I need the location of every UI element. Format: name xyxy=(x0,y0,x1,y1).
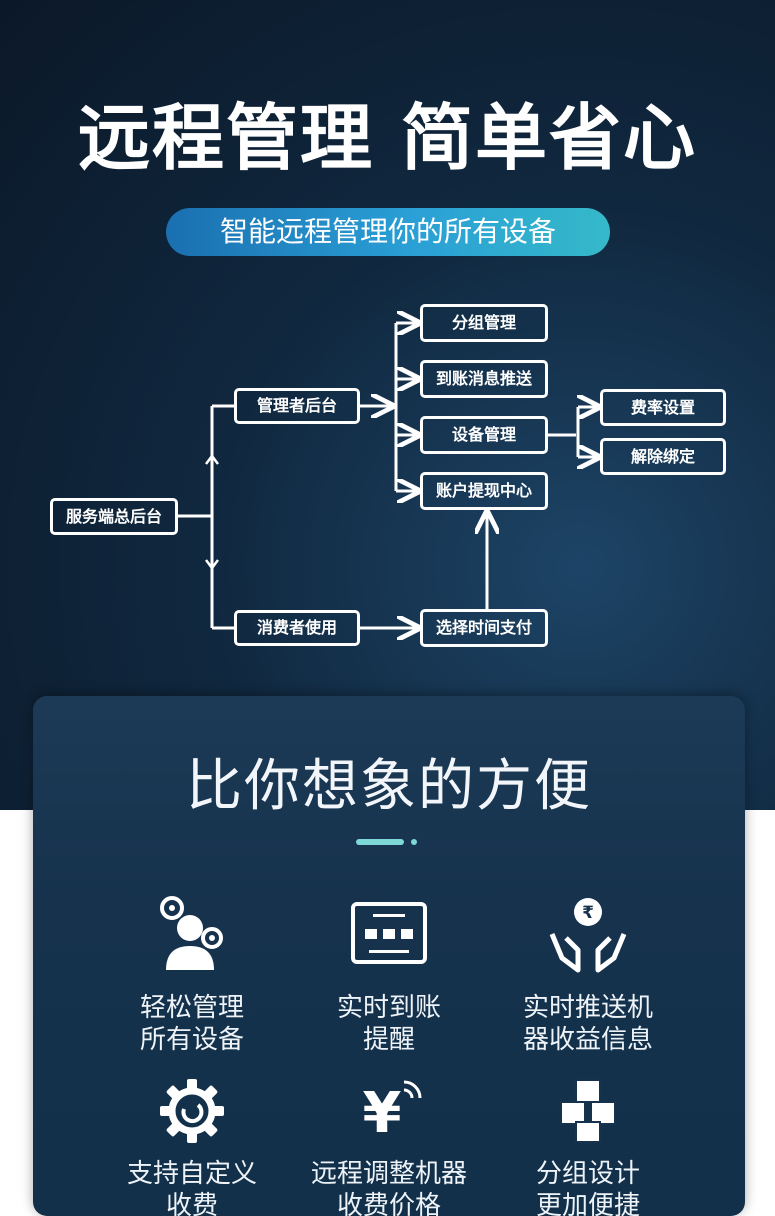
feature-label-line: 分组设计 xyxy=(535,1159,640,1189)
flow-node-rate-setting: 费率设置 xyxy=(600,389,726,426)
feature-item: ¥ 远程调整机器 收费价格 xyxy=(289,1076,489,1216)
feature-label-line: 提醒 xyxy=(362,1025,415,1055)
flowchart-connectors xyxy=(371,0,775,810)
payment-terminal-icon xyxy=(351,902,427,964)
yuan-signal-icon: ¥ xyxy=(363,1080,422,1146)
user-gears-icon xyxy=(160,896,223,970)
features-card: 比你想象的方便 轻松管理 所有设备 实时到账 提醒 xyxy=(33,696,745,1216)
feature-item: 支持自定义 收费 xyxy=(92,1076,292,1216)
feature-label-line: 实时到账 xyxy=(336,993,441,1023)
flow-node-server: 服务端总后台 xyxy=(50,498,178,535)
title-accent-dot xyxy=(411,839,417,845)
flow-node-group-manage: 分组管理 xyxy=(420,304,548,342)
feature-item: 轻松管理 所有设备 xyxy=(92,894,292,1056)
feature-label-line: 实时推送机 xyxy=(522,993,653,1023)
flow-node-payment-push: 到账消息推送 xyxy=(420,360,548,398)
gear-icon xyxy=(160,1079,224,1143)
feature-label-line: 支持自定义 xyxy=(126,1159,257,1189)
features-title: 比你想象的方便 xyxy=(186,754,592,819)
flow-node-device-manage: 设备管理 xyxy=(420,416,548,454)
subtitle-pill: 智能远程管理你的所有设备 xyxy=(166,208,610,256)
hands-coin-icon: ₹ xyxy=(549,898,627,973)
feature-label-line: 远程调整机器 xyxy=(310,1159,467,1189)
feature-label-line: 器收益信息 xyxy=(522,1025,653,1055)
svg-text:₹: ₹ xyxy=(582,903,594,923)
svg-text:¥: ¥ xyxy=(363,1081,402,1146)
feature-item: 实时到账 提醒 xyxy=(289,894,489,1056)
feature-label-line: 更加便捷 xyxy=(535,1191,640,1216)
flow-node-consumer: 消费者使用 xyxy=(234,610,360,646)
feature-item: ₹ 实时推送机 器收益信息 xyxy=(488,894,688,1056)
feature-label-line: 收费 xyxy=(165,1191,218,1216)
flow-node-admin: 管理者后台 xyxy=(234,388,360,424)
flow-node-select-time-pay: 选择时间支付 xyxy=(420,609,548,647)
feature-label-line: 轻松管理 xyxy=(139,993,244,1023)
page-title: 远程管理 简单省心 xyxy=(77,96,698,180)
boxes-icon xyxy=(560,1079,616,1143)
flow-node-withdraw-center: 账户提现中心 xyxy=(420,472,548,510)
feature-label-line: 所有设备 xyxy=(139,1025,244,1055)
feature-item: 分组设计 更加便捷 xyxy=(488,1076,688,1216)
title-accent-line xyxy=(356,839,404,845)
feature-label-line: 收费价格 xyxy=(336,1191,441,1216)
flow-node-unbind: 解除绑定 xyxy=(600,438,726,475)
hero-section: 远程管理 简单省心 智能远程管理你的所有设备 xyxy=(0,0,775,810)
